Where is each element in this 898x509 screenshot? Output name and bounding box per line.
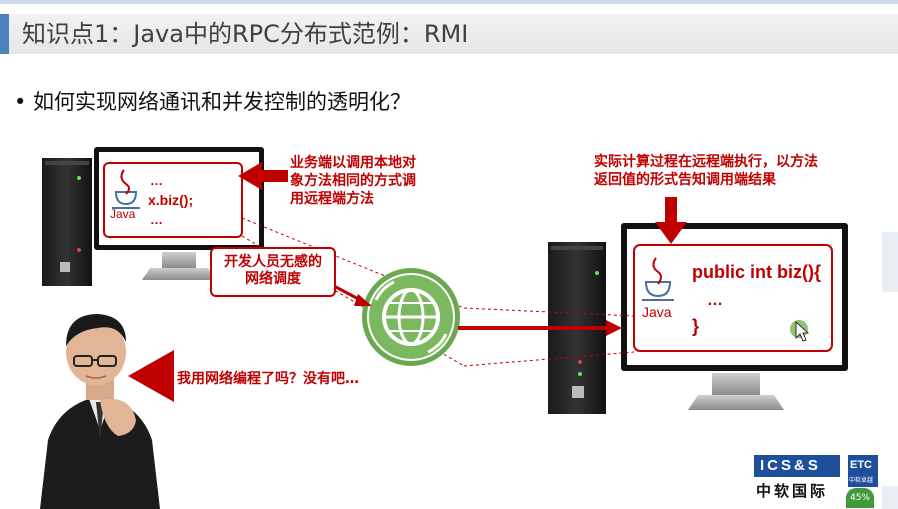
dev-transparency-text: 开发人员无感的网络调度 — [222, 254, 324, 288]
logo-etc: ETC — [850, 459, 872, 471]
arrow-devbox-to-globe — [334, 286, 372, 306]
left-code-line-1: … — [150, 173, 163, 188]
right-java-label: Java — [642, 304, 672, 320]
left-java-label: Java — [110, 207, 135, 221]
left-code-line-3: … — [150, 212, 163, 227]
right-code-line-3: } — [692, 316, 699, 337]
right-code-line-1: public int biz(){ — [692, 262, 821, 283]
speech-text: 我用网络编程了吗？没有吧… — [177, 370, 359, 388]
left-code-line-2: x.biz(); — [148, 192, 193, 208]
zoom-percent-badge: 45% — [846, 488, 874, 508]
server-note: 实际计算过程在远程端执行，以方法返回值的形式告知调用端结果 — [594, 153, 824, 189]
side-toolbar-icon — [882, 232, 898, 509]
left-tower-pc — [42, 158, 92, 286]
dev-transparency-box: 开发人员无感的网络调度 — [210, 247, 336, 297]
logo-etc-sub: 中软卓越 — [849, 475, 873, 484]
presenter-photo — [40, 314, 160, 509]
client-note: 业务端以调用本地对象方法相同的方式调用远程端方法 — [290, 154, 426, 208]
speech-triangle — [128, 350, 174, 402]
logo-name-bottom: 中软国际 — [756, 480, 828, 501]
logo-name-top: ICS&S — [760, 457, 821, 474]
right-code-line-2: … — [707, 292, 723, 310]
network-globe-icon — [362, 268, 460, 366]
